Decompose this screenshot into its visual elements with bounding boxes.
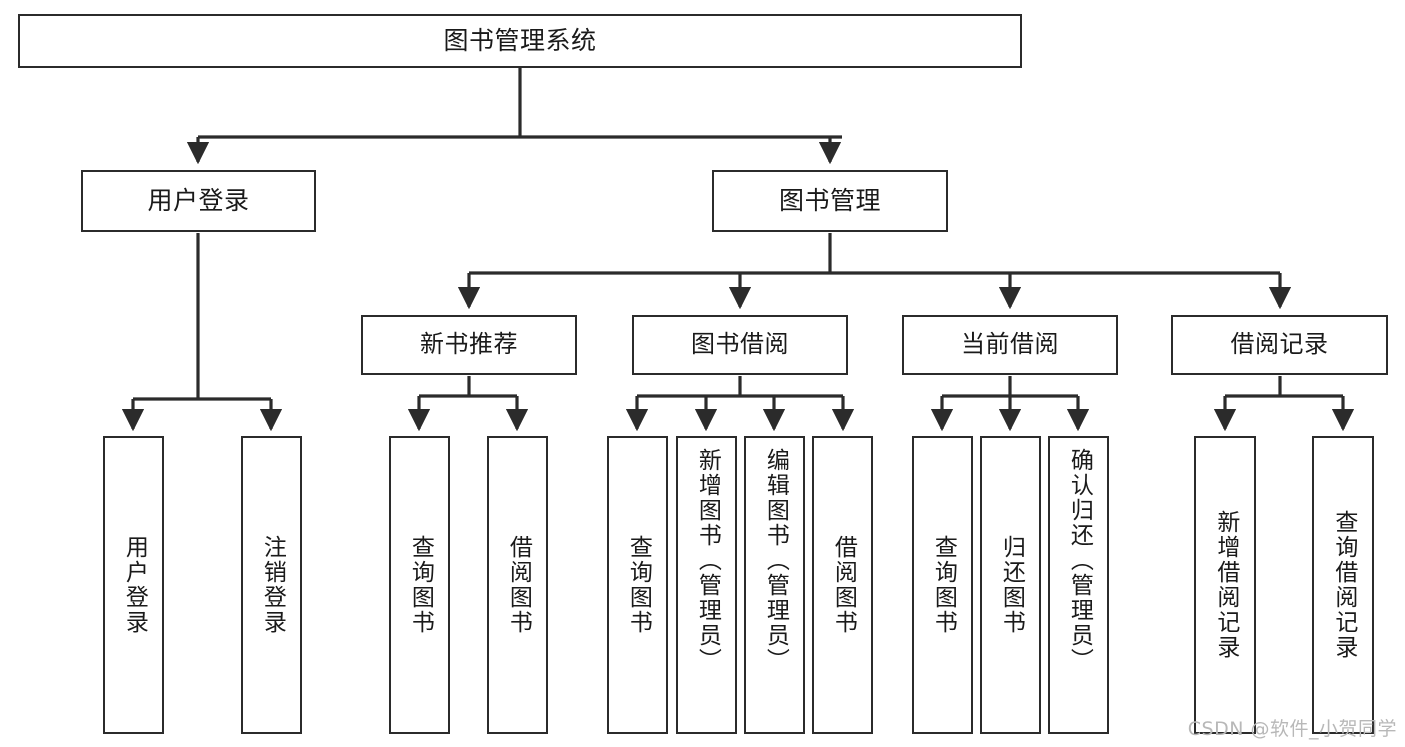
node-label: 新书推荐 (420, 330, 518, 359)
node-label: 新增图书（管理员） (694, 448, 721, 673)
leaf-query-book-recommend[interactable]: 查询图书 (389, 436, 450, 734)
node-book-borrow[interactable]: 图书借阅 (632, 315, 848, 375)
leaf-borrow-book-recommend[interactable]: 借阅图书 (487, 436, 548, 734)
leaf-query-borrow-record[interactable]: 查询借阅记录 (1312, 436, 1374, 734)
node-label: 当前借阅 (961, 330, 1059, 359)
node-label: 用户登录 (121, 535, 148, 635)
node-borrow-records[interactable]: 借阅记录 (1171, 315, 1388, 375)
node-label: 借阅记录 (1230, 330, 1329, 359)
node-label: 编辑图书（管理员） (762, 448, 789, 673)
node-new-book-recommend[interactable]: 新书推荐 (361, 315, 577, 375)
node-label: 借阅图书 (830, 535, 857, 635)
leaf-add-borrow-record[interactable]: 新增借阅记录 (1194, 436, 1256, 734)
node-label: 图书管理 (778, 185, 881, 215)
node-label: 查询图书 (930, 535, 957, 635)
node-user-login[interactable]: 用户登录 (81, 170, 316, 232)
node-label: 查询图书 (407, 535, 434, 635)
node-book-management[interactable]: 图书管理 (712, 170, 948, 232)
node-label: 借阅图书 (505, 535, 532, 635)
node-label: 归还图书 (998, 535, 1025, 635)
node-label: 注销登录 (259, 535, 286, 635)
leaf-query-book-borrow[interactable]: 查询图书 (607, 436, 668, 734)
leaf-user-login[interactable]: 用户登录 (103, 436, 164, 734)
leaf-borrow-book[interactable]: 借阅图书 (812, 436, 873, 734)
node-label: 确认归还（管理员） (1066, 448, 1093, 673)
node-label: 图书管理系统 (443, 25, 597, 55)
node-label: 查询借阅记录 (1330, 510, 1357, 660)
leaf-return-book[interactable]: 归还图书 (980, 436, 1041, 734)
node-label: 用户登录 (147, 185, 250, 215)
node-label: 查询图书 (625, 535, 652, 635)
node-label: 新增借阅记录 (1212, 510, 1239, 660)
leaf-user-logout[interactable]: 注销登录 (241, 436, 302, 734)
node-root-system[interactable]: 图书管理系统 (18, 14, 1022, 68)
leaf-query-book-current[interactable]: 查询图书 (912, 436, 973, 734)
csdn-watermark: CSDN @软件_小贺同学 (1187, 718, 1397, 740)
leaf-confirm-return-admin[interactable]: 确认归还（管理员） (1048, 436, 1109, 734)
node-label: 图书借阅 (691, 330, 789, 359)
leaf-edit-book-admin[interactable]: 编辑图书（管理员） (744, 436, 805, 734)
leaf-add-book-admin[interactable]: 新增图书（管理员） (676, 436, 737, 734)
node-current-borrow[interactable]: 当前借阅 (902, 315, 1118, 375)
